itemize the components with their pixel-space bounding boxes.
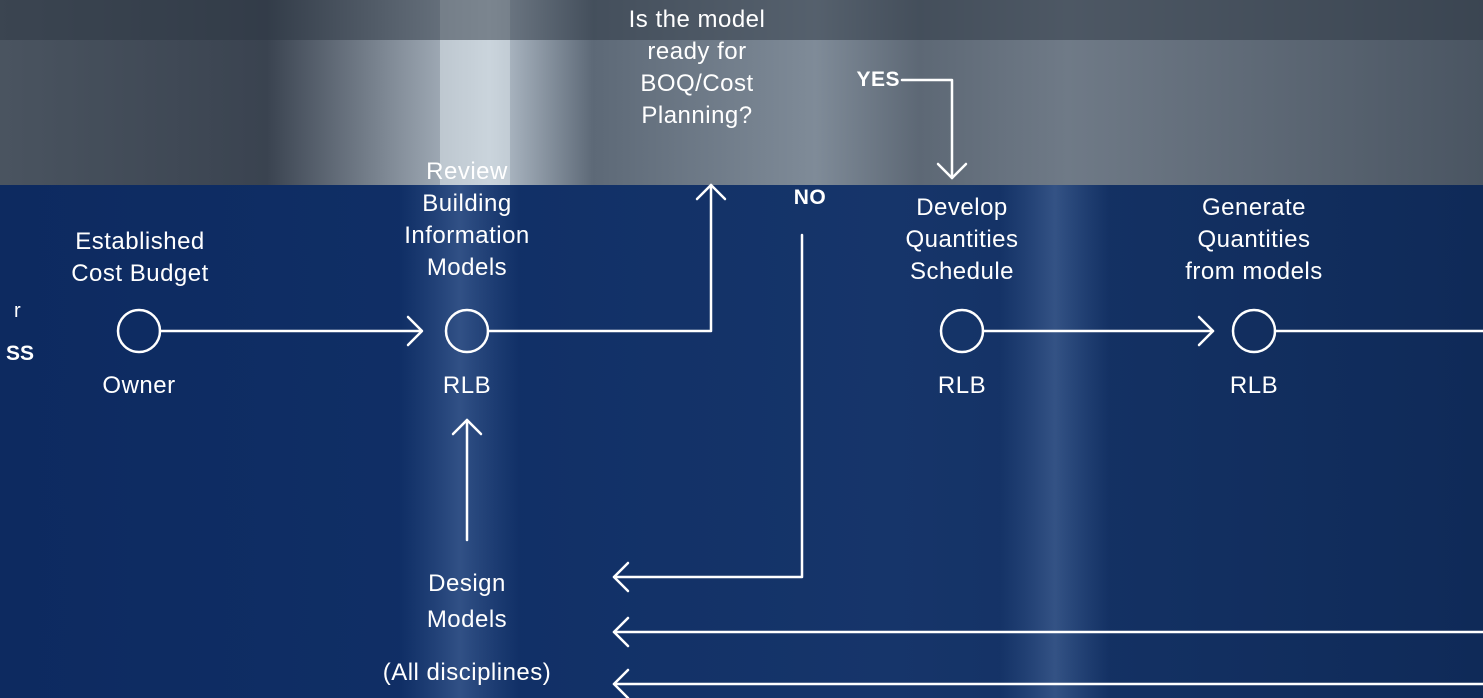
node-budget-owner: Owner [102,372,176,399]
decision-question: Is the model ready for BOQ/Cost Planning… [628,6,766,129]
node-circle-budget [116,308,162,354]
design-line-1: Design [428,570,506,597]
arrowhead-review-to-decision [695,183,727,201]
connector-review-to-decision [486,183,713,333]
node-circle-develop [939,308,985,354]
node-circle-generate [1231,308,1277,354]
design-line-3: (All disciplines) [382,659,552,686]
edge-fragment-top: r [14,300,21,322]
arrowhead-return-line-1 [612,616,630,648]
arrowhead-no-to-design [612,561,630,593]
decision-yes-label: YES [856,68,900,91]
edge-fragment-bottom: SS [6,342,35,365]
connector-no-to-design [612,233,804,579]
node-generate-title: Generate Quantities from models [1185,194,1323,285]
design-line-2: Models [426,606,508,633]
arrowhead-yes-to-develop [936,162,968,180]
node-circle-review [444,308,490,354]
arrowhead-return-line-2 [612,668,630,698]
node-budget-title: Established Cost Budget [71,228,209,287]
node-review-title: Review Building Information Models [404,158,530,281]
node-develop-owner: RLB [937,372,987,399]
node-develop-title: Develop Quantities Schedule [905,194,1019,285]
arrowhead-develop-to-generate [1197,315,1215,347]
connector-yes-to-develop [900,78,954,180]
arrowhead-budget-to-review [406,315,424,347]
decision-no-label: NO [793,186,827,209]
arrowhead-design-to-review [451,418,483,436]
node-review-owner: RLB [442,372,492,399]
node-generate-owner: RLB [1229,372,1279,399]
